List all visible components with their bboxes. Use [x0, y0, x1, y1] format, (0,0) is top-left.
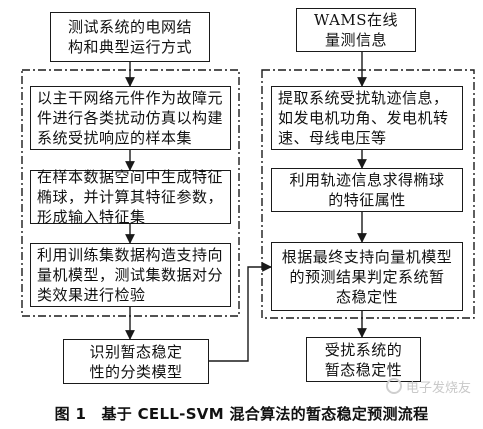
watermark-text: 电子发烧友 [406, 380, 472, 396]
watermark-logo: 电子发烧友 [386, 374, 476, 398]
watermark-icon [386, 378, 402, 394]
left-step3-box: 利用训练集数据构造支持向 量机模型，测试集数据对分 类效果进行检验 [30, 243, 231, 307]
left-top-box: 测试系统的电网结 构和典型运行方式 [50, 12, 210, 62]
right-result-box: 受扰系统的 暂态稳定性 [306, 337, 421, 382]
right-step2-box: 利用轨迹信息求得椭球 的特征属性 [271, 168, 463, 212]
right-top-box: WAMS在线 量测信息 [296, 8, 416, 52]
right-step3-box: 根据最终支持向量机模型 的预测结果判定系统暂 态稳定性 [271, 242, 463, 311]
arrow-model-to-prediction [209, 262, 272, 362]
right-dashed-group [261, 69, 475, 319]
right-step1-box: 提取系统受扰轨迹信息， 如发电机功角、发电机转 速、母线电压等 [271, 86, 463, 150]
left-step1-box: 以主干网络元件作为故障元 件进行各类扰动仿真以构建 系统受扰响应的样本集 [30, 86, 231, 150]
left-result-box: 识别暂态稳定 性的分类模型 [63, 339, 209, 384]
figure-caption: 图 1 基于 CELL-SVM 混合算法的暂态稳定预测流程 [54, 405, 429, 423]
left-step2-box: 在样本数据空间中生成特征 椭球，并计算其特征参数， 形成输入特征集 [30, 168, 231, 226]
